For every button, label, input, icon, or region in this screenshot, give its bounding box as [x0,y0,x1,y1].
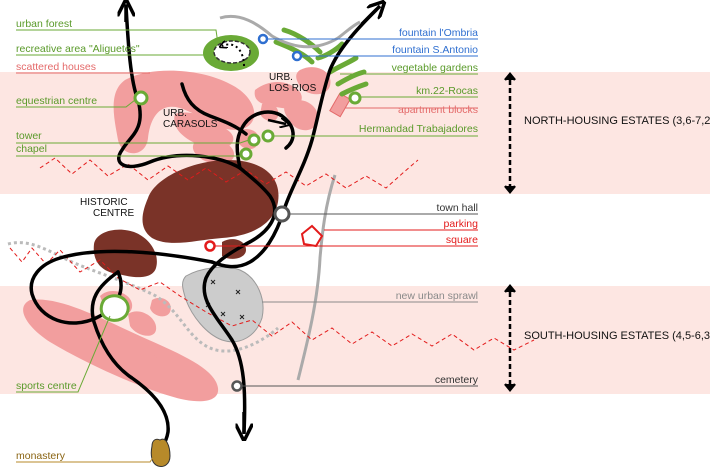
km-rocas-marker [348,91,362,105]
fountain-antonio-marker [291,50,303,62]
town-hall-marker [273,205,291,223]
label-recreative-area: recreative area "Aliguetes" [16,43,140,55]
label-fountain-antonio: fountain S.Antonio [392,44,478,56]
label-fountain-ombria: fountain l'Ombria [399,27,478,39]
label-north-band: NORTH-HOUSING ESTATES (3,6-7,2) [524,115,710,127]
label-urb-carasols-1: URB. [163,108,187,119]
label-sports-centre: sports centre [16,380,77,392]
inner-arrow [267,120,286,124]
label-new-urban-sprawl: new urban sprawl [396,290,478,302]
label-square: square [446,234,478,246]
label-historic-2: CENTRE [93,208,134,219]
north-arrow-right [360,6,380,26]
square-marker [204,240,216,252]
south-range-marker [504,284,516,392]
hermandad-marker [261,129,275,143]
historic-centre-area [93,160,279,278]
label-chapel: chapel [16,143,47,155]
label-urb-los-rios-2: LOS RIOS [269,83,317,94]
tower-marker [247,133,261,147]
label-tower: tower [16,130,42,142]
left-leader-lines [16,29,250,463]
label-equestrian-centre: equestrian centre [16,95,97,107]
cemetery-marker [231,380,243,392]
label-south-band: SOUTH-HOUSING ESTATES (4,5-6,3) [524,330,710,342]
monastery-marker [150,438,171,467]
label-cemetery: cemetery [435,374,479,386]
chapel-marker [239,147,253,161]
label-apartment-blocks: apartment blocks [398,104,478,116]
label-parking: parking [444,218,479,230]
south-zigzag-boundary [9,247,535,351]
grey-dotted-trail [7,241,279,353]
sports-centre-marker [99,294,130,322]
right-leader-lines [215,38,478,387]
label-urb-carasols-2: CARASOLS [163,119,218,130]
fountain-ombria-marker [257,33,269,45]
label-urb-los-rios-1: URB. [269,72,293,83]
main-road [219,15,361,49]
north-zigzag-boundary [39,157,419,189]
label-hermandad: Hermandad Trabajadores [359,123,478,135]
label-scattered-houses: scattered houses [16,61,96,73]
label-historic-1: HISTORIC [80,197,128,208]
parking-marker [300,224,324,248]
label-km-rocas: km.22-Rocas [416,85,478,97]
label-vegetable-gardens: vegetable gardens [392,62,478,74]
label-urban-forest: urban forest [16,18,72,30]
north-housing-areas [113,67,331,164]
label-town-hall: town hall [437,202,478,214]
equestrian-centre-marker [133,90,149,106]
main-road-south [296,174,337,381]
north-range-marker [504,72,516,194]
label-monastery: monastery [16,450,66,462]
